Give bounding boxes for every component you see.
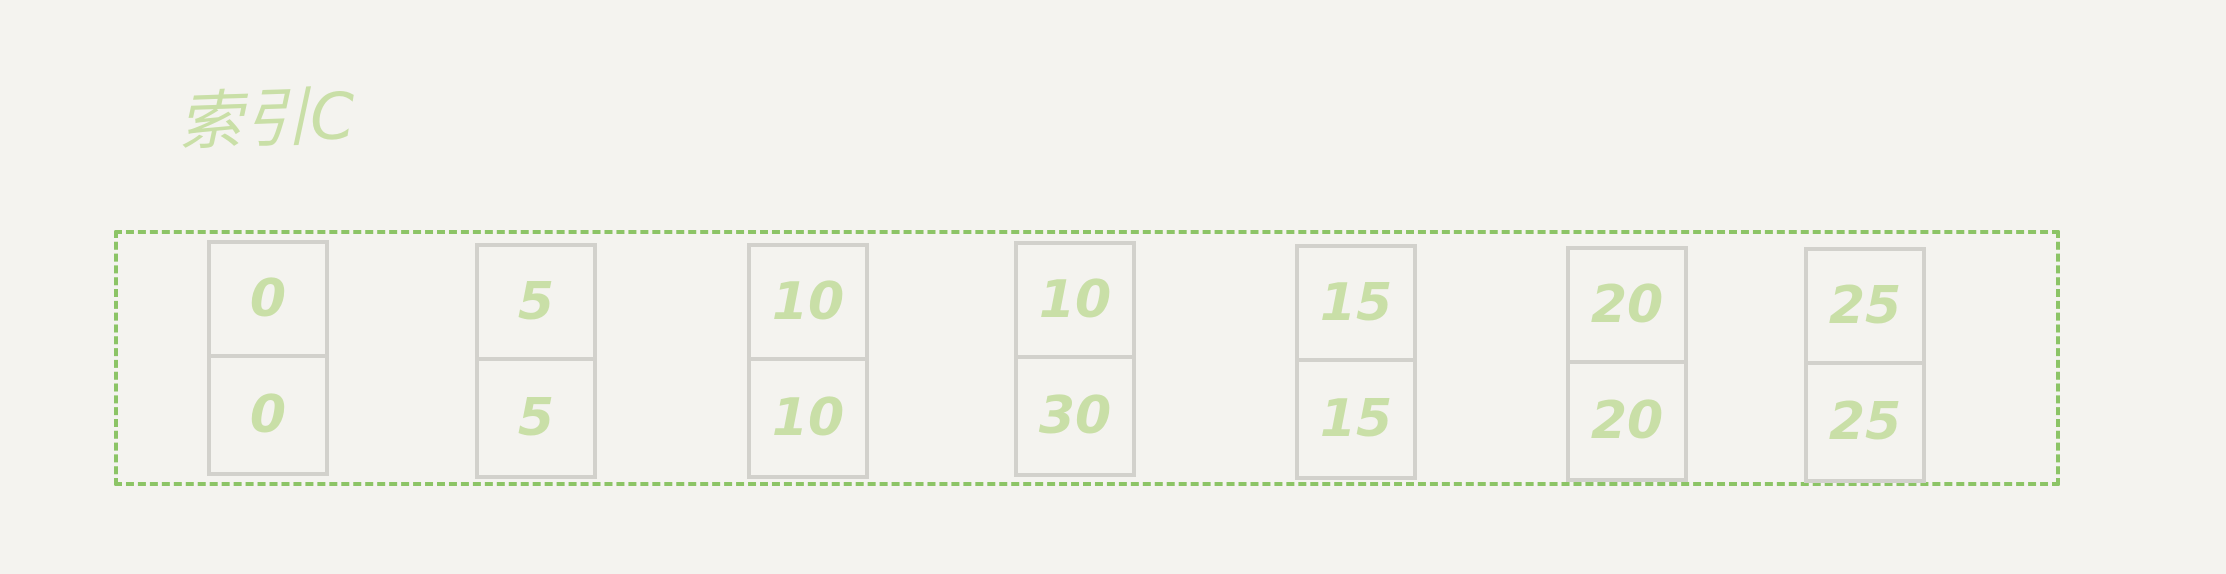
entry-bottom-value: 20 [1590, 391, 1664, 451]
index-c-dashed-box [114, 230, 2060, 486]
entry-top-value: 15 [1299, 248, 1413, 362]
index-entry-6: 20 20 [1566, 246, 1688, 482]
entry-bottom-value: 15 [1319, 389, 1393, 449]
entry-top-value: 20 [1570, 250, 1684, 364]
entry-top-value: 10 [751, 247, 865, 361]
entry-bottom-value: 10 [771, 388, 845, 448]
entry-top-value: 10 [1018, 245, 1132, 359]
index-entry-5: 15 15 [1295, 244, 1417, 480]
entry-top-value: 25 [1808, 251, 1922, 365]
index-entry-1: 0 0 [207, 240, 329, 476]
index-entry-3: 10 10 [747, 243, 869, 479]
entry-top-value: 0 [211, 244, 325, 358]
index-entry-7: 25 25 [1804, 247, 1926, 483]
entry-top-value: 5 [479, 247, 593, 361]
index-entry-4: 10 30 [1014, 241, 1136, 477]
index-entry-2: 5 5 [475, 243, 597, 479]
index-title: 索引C [176, 79, 358, 161]
entry-bottom-value: 0 [249, 385, 287, 445]
entry-bottom-value: 25 [1828, 392, 1902, 452]
entry-bottom-value: 30 [1038, 386, 1112, 446]
entry-bottom-value: 5 [517, 388, 555, 448]
